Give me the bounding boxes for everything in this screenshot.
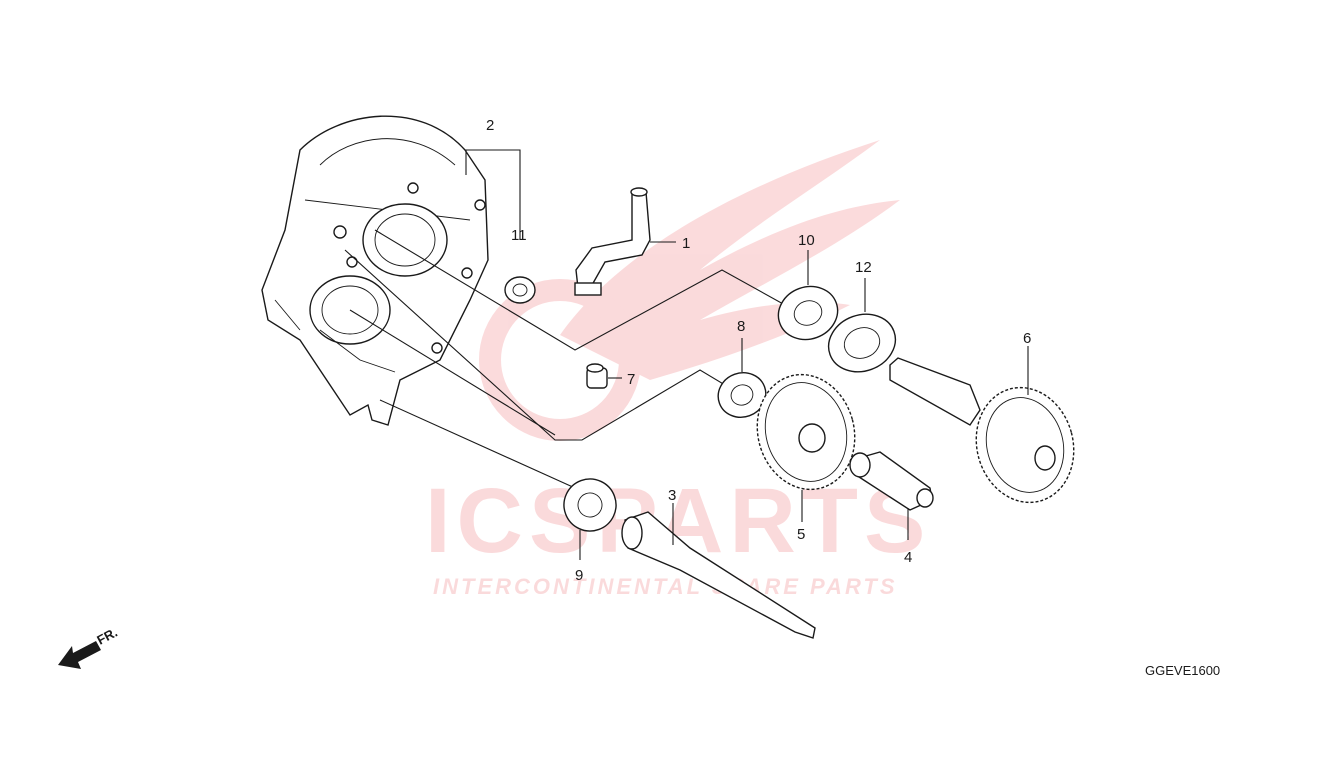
callout-3: 3 bbox=[668, 487, 676, 504]
callout-9: 9 bbox=[575, 567, 583, 584]
callout-11: 11 bbox=[511, 227, 527, 244]
callout-10: 10 bbox=[798, 232, 815, 249]
part-10-bearing bbox=[777, 250, 839, 341]
part-5-gear bbox=[756, 373, 856, 522]
part-7-dowel-pin bbox=[586, 363, 622, 389]
crankcase-cover bbox=[261, 115, 489, 426]
callout-12: 12 bbox=[855, 259, 872, 276]
diagram-code: GGEVE1600 bbox=[1145, 663, 1220, 678]
part-6-final-shaft bbox=[889, 346, 1075, 504]
part-3-drive-shaft bbox=[621, 503, 816, 639]
front-direction-indicator: FR. bbox=[58, 625, 120, 669]
part-1-breather-tube bbox=[574, 187, 676, 296]
callout-6: 6 bbox=[1023, 330, 1031, 347]
callout-7: 7 bbox=[627, 371, 635, 388]
part-8-bearing bbox=[717, 338, 767, 418]
callout-4: 4 bbox=[904, 549, 912, 566]
callout-8: 8 bbox=[737, 318, 745, 335]
part-12-bearing bbox=[827, 278, 897, 373]
callouts: 1 2 3 4 5 6 7 8 9 10 11 12 bbox=[486, 117, 1031, 584]
reference-lines bbox=[344, 149, 786, 489]
callout-1: 1 bbox=[682, 235, 690, 252]
front-arrow-icon bbox=[58, 641, 101, 669]
watermark-gear-icon bbox=[479, 279, 641, 441]
part-9-bearing bbox=[563, 478, 617, 560]
part-4-pinion-shaft bbox=[849, 451, 934, 540]
part-11-oil-seal bbox=[504, 276, 536, 304]
front-label: FR. bbox=[94, 625, 120, 648]
callout-5: 5 bbox=[797, 526, 805, 543]
watermark-tagline: INTERCONTINENTAL SPARE PARTS bbox=[433, 574, 898, 599]
callout-2: 2 bbox=[486, 117, 494, 134]
